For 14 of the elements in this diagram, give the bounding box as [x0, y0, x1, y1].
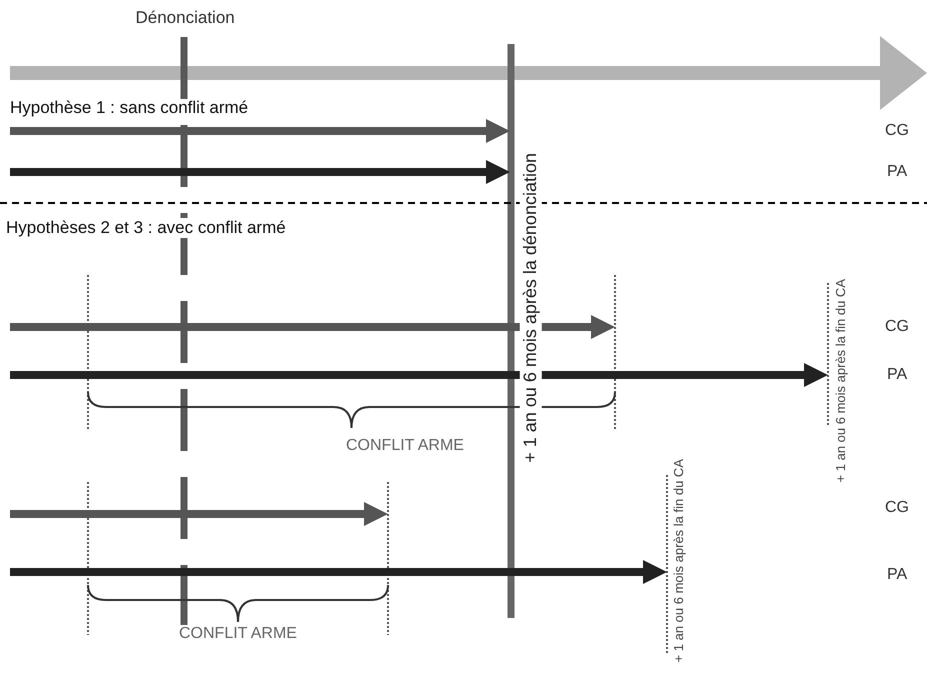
- section-heading: Hypothèse 1 : sans conflit armé: [10, 98, 248, 118]
- row-label: PA: [887, 566, 908, 584]
- row-label: CG: [885, 122, 909, 140]
- row-label: PA: [887, 163, 908, 181]
- marker-label: Dénonciation: [136, 8, 235, 28]
- section-heading: Hypothèses 2 et 3 : avec conflit armé: [5, 218, 287, 238]
- row-label: PA: [887, 366, 908, 384]
- deadline-label: + 1 an ou 6 mois après la fin du CA: [672, 458, 686, 662]
- period-label: CONFLIT ARME: [346, 437, 464, 455]
- row-label: CG: [885, 499, 909, 517]
- row-label: CG: [885, 318, 909, 336]
- deadline-label: + 1 an ou 6 mois après la dénonciation: [520, 152, 542, 464]
- period-label: CONFLIT ARME: [179, 625, 297, 643]
- deadline-label: + 1 an ou 6 mois après la fin du CA: [834, 278, 848, 482]
